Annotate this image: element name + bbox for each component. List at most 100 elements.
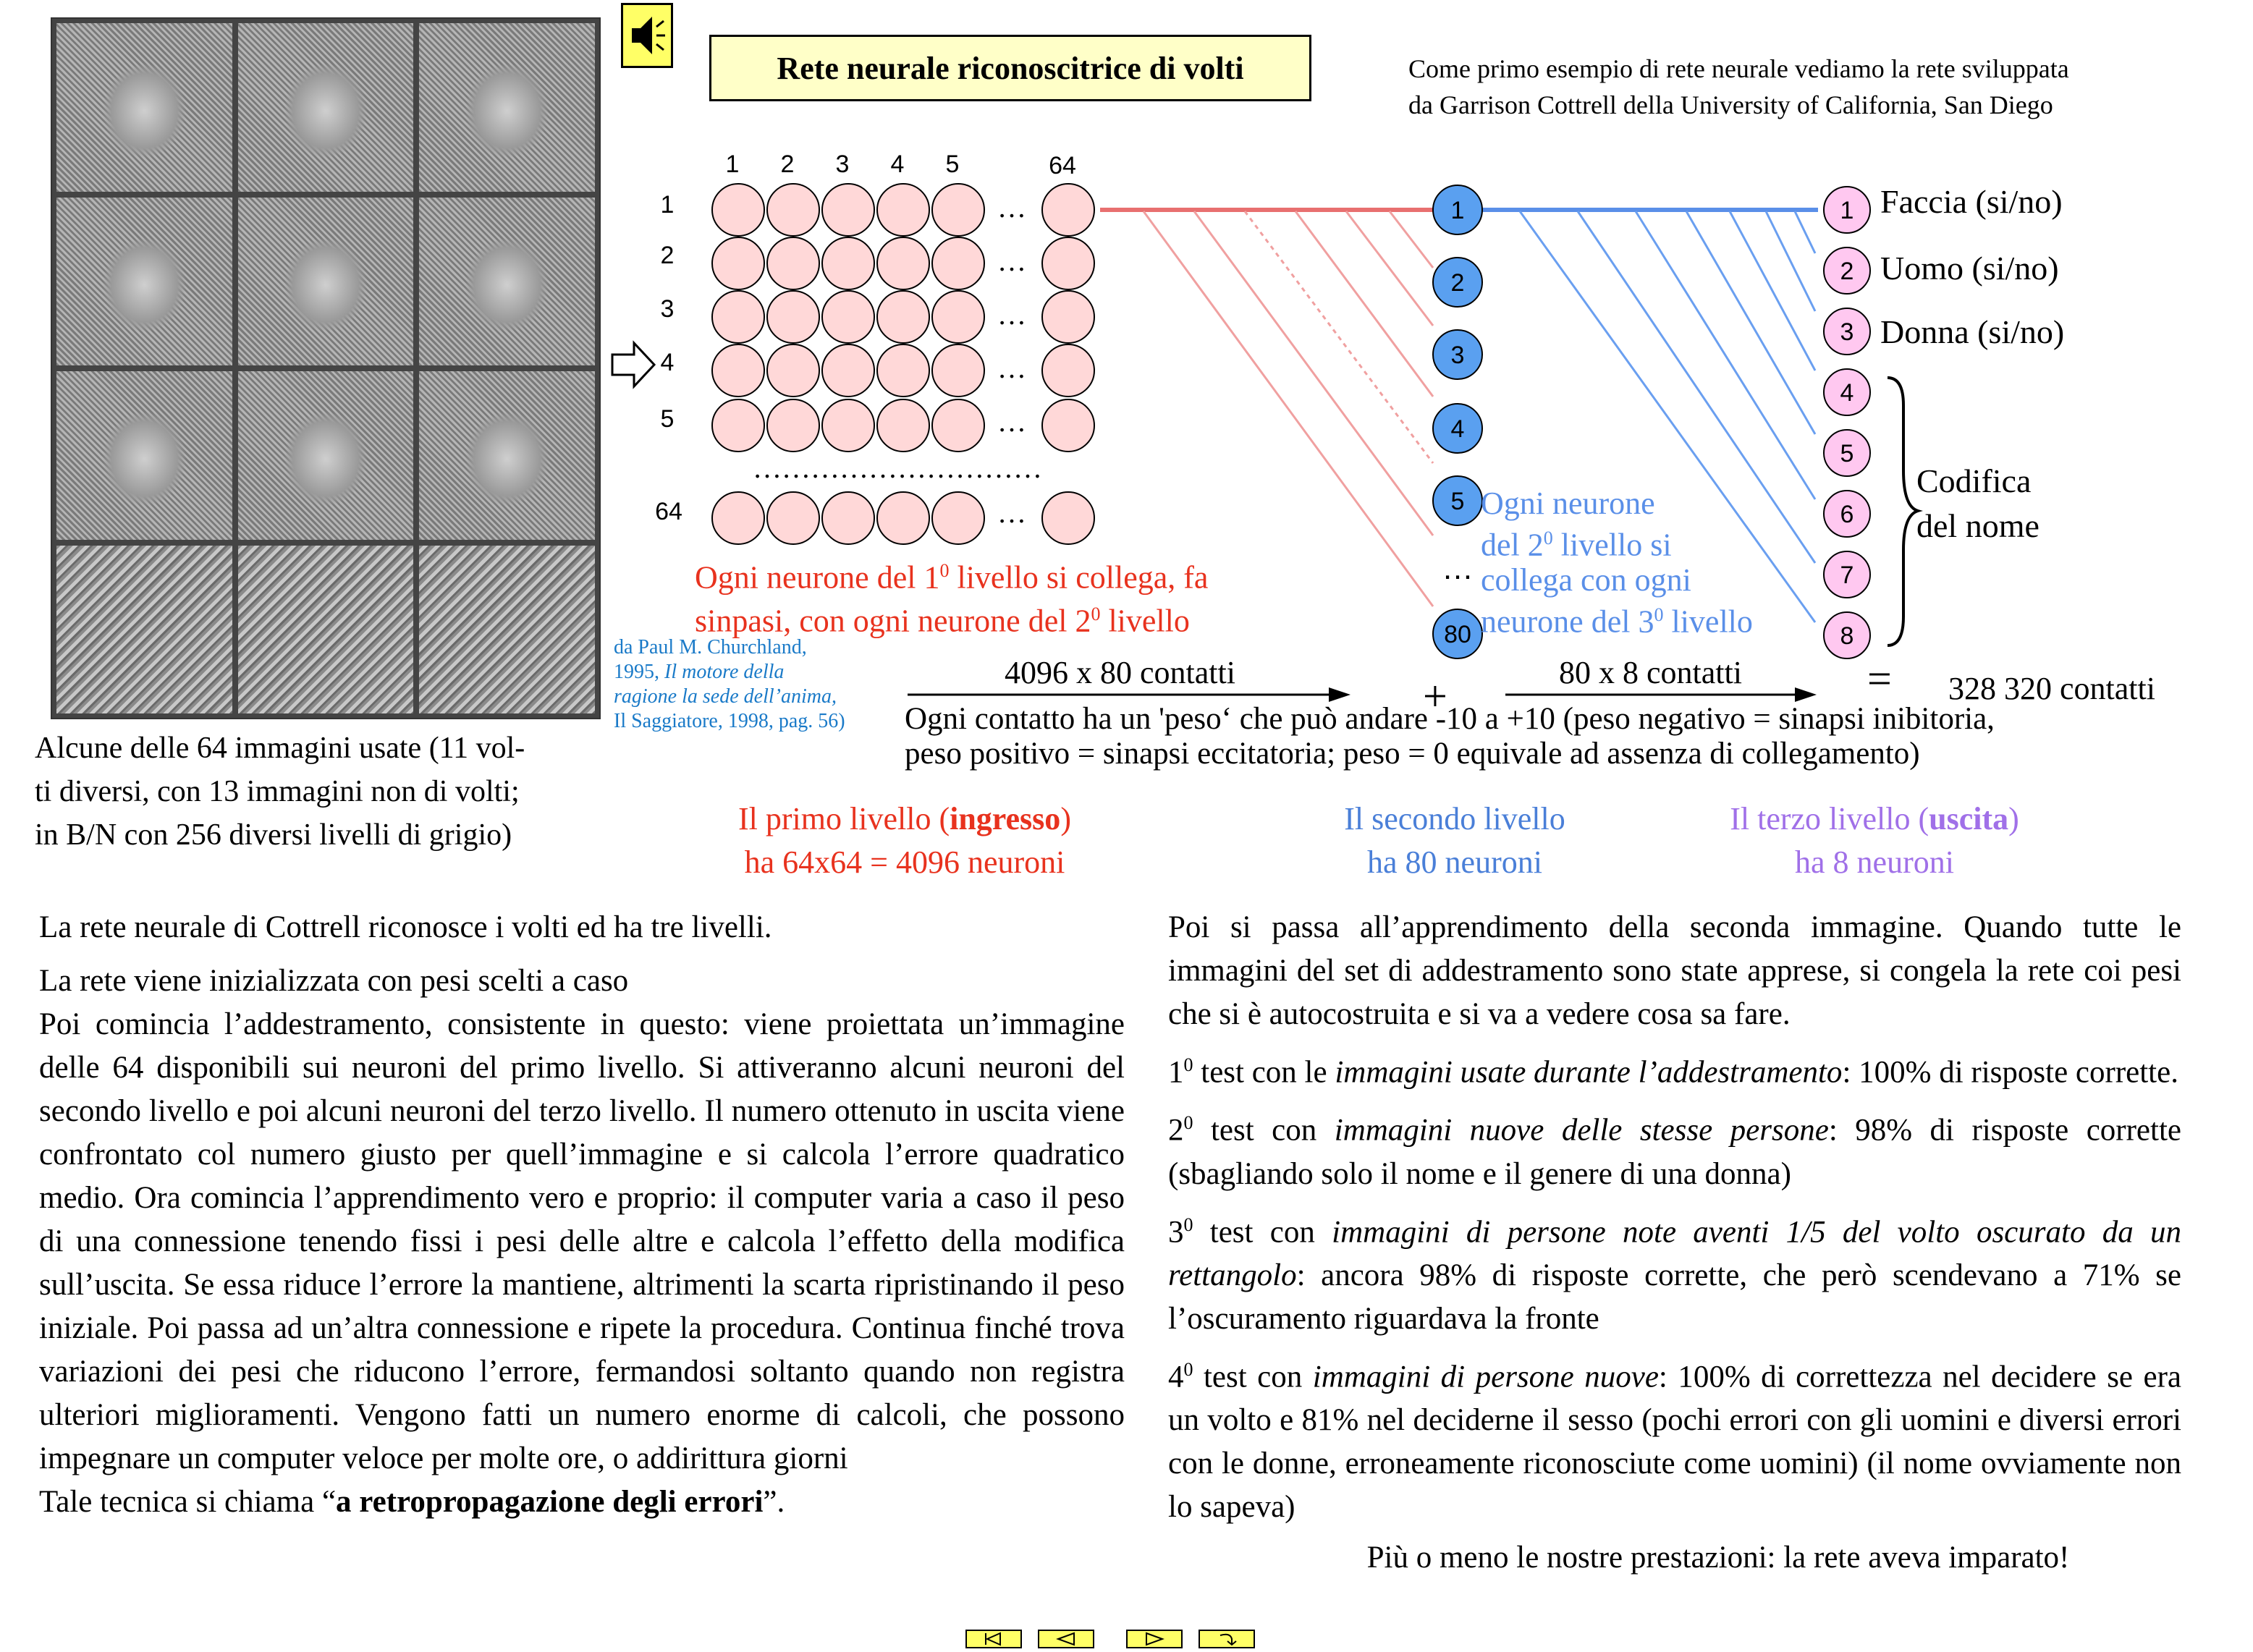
input-neuron xyxy=(766,237,820,290)
test-text: : ancora 98% di risposte corrette, che p… xyxy=(1168,1258,2181,1336)
contacts-plus: + xyxy=(1423,672,1447,720)
input-neuron xyxy=(766,183,820,237)
hidden-neuron xyxy=(1432,257,1483,308)
left-paragraph: Tale tecnica si chiama “a retropropagazi… xyxy=(39,1481,1125,1524)
layer-line: ha 64x64 = 4096 neuroni xyxy=(744,844,1065,880)
speaker-button[interactable] xyxy=(621,3,673,68)
output-neuron xyxy=(1823,308,1871,355)
row-label: 64 xyxy=(655,498,682,525)
input-neuron xyxy=(821,237,875,290)
note-sup: 0 xyxy=(1654,603,1664,625)
layer2-caption: Il secondo livello ha 80 neuroni xyxy=(1303,797,1607,884)
codifica-brace xyxy=(1887,376,1923,647)
input-neuron xyxy=(711,183,765,237)
test-result-3: 30 test con immagini di persone note ave… xyxy=(1168,1203,2181,1341)
row-label: 4 xyxy=(661,349,675,376)
layer-line: ha 8 neuroni xyxy=(1795,844,1954,880)
left-paragraph: La rete viene inizializzata con pesi sce… xyxy=(39,964,629,998)
test-sup: 0 xyxy=(1183,1358,1193,1380)
technique-name: a retropropagazione degli errori xyxy=(336,1485,764,1519)
output-label-uomo: Uomo (si/no) xyxy=(1880,250,2059,287)
right-text-column: Poi si passa all’apprendimento della sec… xyxy=(1168,906,2181,1580)
layer-line: Il primo livello (ingresso) xyxy=(695,797,1115,841)
column-label: 3 xyxy=(836,151,850,178)
input-hidden-connections xyxy=(1100,208,1439,607)
test-num: 2 xyxy=(1168,1113,1184,1148)
note-sup: 0 xyxy=(939,560,950,581)
intro-line: Come primo esempio di rete neurale vedia… xyxy=(1408,54,2069,83)
note-text: neurone del 3 xyxy=(1481,603,1654,640)
column-label: 1 xyxy=(726,151,740,178)
note-line: Ogni neurone del 10 livello si collega, … xyxy=(695,553,1208,596)
next-slide-button[interactable] xyxy=(1126,1630,1183,1648)
input-neuron xyxy=(821,491,875,545)
note-line: neurone del 30 livello xyxy=(1481,598,1753,640)
input-neuron xyxy=(931,399,985,452)
face-images-grid xyxy=(51,17,601,719)
second-layer-note: Ogni neurone del 20 livello si collega c… xyxy=(1481,486,1753,639)
ellipsis: … xyxy=(997,352,1026,384)
ellipsis: … xyxy=(997,405,1026,438)
layer1-caption: Il primo livello (ingresso) ha 64x64 = 4… xyxy=(695,797,1115,884)
input-neuron xyxy=(766,399,820,452)
weight-note-line: peso positivo = sinapsi eccitatoria; pes… xyxy=(905,737,1920,771)
note-line: sinpasi, con ogni neurone del 20 livello xyxy=(695,596,1208,640)
source-book-title: Il motore della xyxy=(664,661,785,683)
input-neuron xyxy=(876,399,930,452)
hidden-neuron-label: 4 xyxy=(1451,415,1465,443)
caption-line: ti diversi, con 13 immagini non di volti… xyxy=(35,775,520,808)
output-neuron xyxy=(1823,611,1871,659)
note-text: livello si collega, fa xyxy=(949,559,1209,596)
input-neurons xyxy=(711,183,1095,545)
row-dots: ………………………… xyxy=(753,452,1042,484)
note-text: del 2 xyxy=(1481,527,1544,563)
grid-labels: 1 2 3 4 5 64 1 2 3 4 5 64 xyxy=(655,151,1076,525)
test-sup: 0 xyxy=(1183,1054,1193,1075)
test-text: : 100% di risposte corrette. xyxy=(1842,1055,2178,1090)
input-neuron xyxy=(711,290,765,344)
intro-text: Come primo esempio di rete neurale vedia… xyxy=(1408,51,2069,123)
non-face-image xyxy=(56,545,232,713)
layer-keyword: uscita xyxy=(1929,801,2009,836)
contacts-equals: = xyxy=(1867,655,1892,703)
test-num: 3 xyxy=(1168,1214,1184,1249)
output-neuron-label: 2 xyxy=(1840,258,1854,285)
input-neuron xyxy=(931,491,985,545)
input-neuron xyxy=(766,290,820,344)
layer-line: ha 80 neuroni xyxy=(1367,844,1542,880)
output-neuron xyxy=(1823,247,1871,295)
test-italic: immagini di persone nuove xyxy=(1312,1360,1659,1394)
test-sup: 0 xyxy=(1183,1112,1193,1134)
source-line: Il Saggiatore, 1998, pag. 56) xyxy=(614,710,845,732)
contacts-total: 328 320 contatti xyxy=(1948,671,2155,706)
weight-note-line: Ogni contatto ha un 'peso‘ che può andar… xyxy=(905,702,1995,736)
ellipsis: … xyxy=(997,298,1026,331)
left-paragraph: La rete neurale di Cottrell riconosce i … xyxy=(39,910,772,944)
return-button[interactable] xyxy=(1199,1630,1255,1648)
test-text: test con xyxy=(1193,1360,1313,1394)
face-image xyxy=(419,197,595,365)
first-slide-button[interactable] xyxy=(965,1630,1022,1648)
input-neuron xyxy=(821,290,875,344)
contact-arrows xyxy=(908,687,1817,702)
layer-line: Il secondo livello xyxy=(1344,801,1565,836)
first-slide-icon xyxy=(965,1630,1022,1648)
hidden-neuron xyxy=(1432,609,1483,659)
output-neuron-label: 1 xyxy=(1840,197,1854,224)
prev-slide-button[interactable] xyxy=(1038,1630,1094,1648)
prev-slide-icon xyxy=(1038,1630,1094,1648)
row-label: 3 xyxy=(661,295,675,323)
next-slide-icon xyxy=(1126,1630,1183,1648)
hidden-neuron-label: 1 xyxy=(1451,197,1465,224)
face-image xyxy=(237,197,414,365)
test-result-2: 20 test con immagini nuove delle stesse … xyxy=(1168,1101,2181,1195)
note-line: Ogni neurone xyxy=(1481,486,1655,521)
note-text: sinpasi, con ogni neurone del 2 xyxy=(695,603,1091,639)
source-line: ragione la sede dell’anima, xyxy=(614,685,889,709)
layer3-caption: Il terzo livello (uscita) ha 8 neuroni xyxy=(1694,797,2055,884)
source-book-title: ragione la sede dell’anima, xyxy=(614,685,837,708)
left-text: Tale tecnica si chiama “ xyxy=(39,1485,337,1519)
hidden-neuron xyxy=(1432,185,1483,235)
